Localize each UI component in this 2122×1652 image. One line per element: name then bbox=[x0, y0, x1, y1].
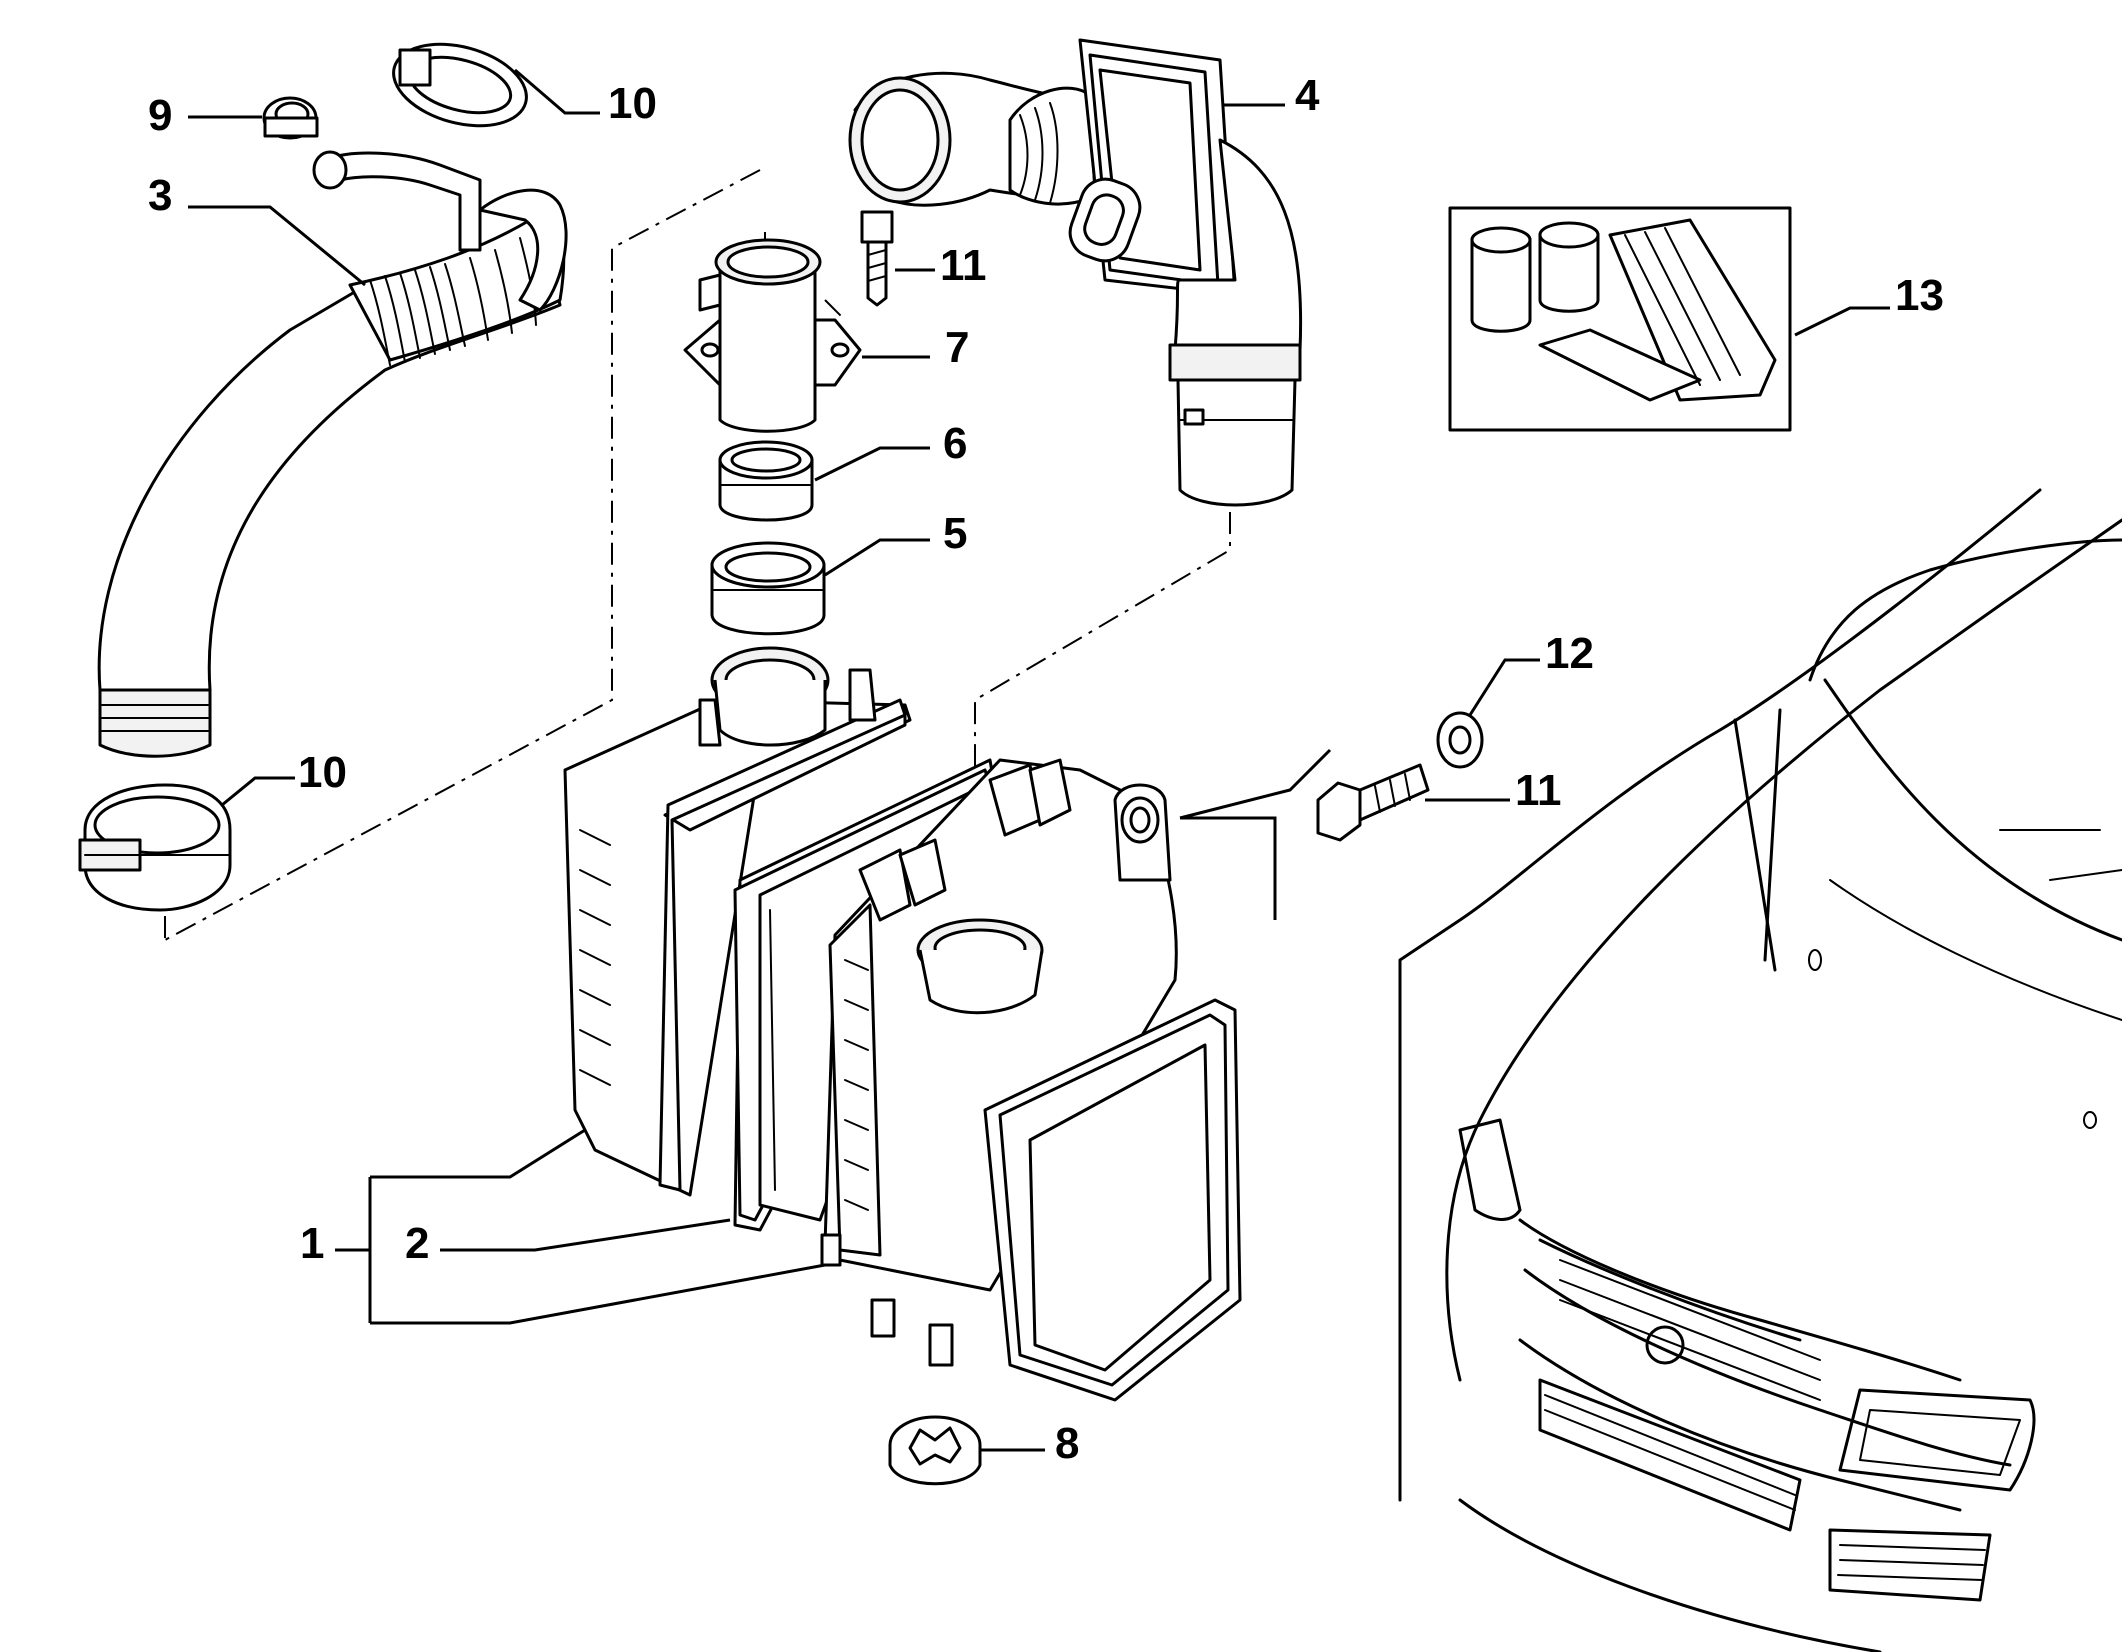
drain-valve[interactable] bbox=[888, 1415, 982, 1486]
callout-3: 3 bbox=[148, 171, 172, 220]
washer[interactable] bbox=[1436, 711, 1484, 769]
air-intake-duct[interactable] bbox=[848, 38, 1303, 507]
callout-9: 9 bbox=[148, 91, 172, 140]
leader-lines bbox=[188, 68, 1890, 1452]
callout-8: 8 bbox=[1055, 1419, 1079, 1468]
callout-7: 7 bbox=[945, 323, 969, 372]
callout-12: 12 bbox=[1545, 629, 1594, 678]
callout-labels: 9 10 3 4 11 7 6 5 10 12 11 13 8 1 2 bbox=[148, 71, 1944, 1468]
rubber-sleeve[interactable] bbox=[718, 440, 814, 522]
small-hose-clamp[interactable] bbox=[262, 96, 319, 140]
air-filter-body[interactable] bbox=[820, 758, 1242, 1402]
callout-6: 6 bbox=[943, 419, 967, 468]
intake-hose[interactable] bbox=[97, 150, 568, 758]
callout-1: 1 bbox=[300, 1219, 324, 1268]
service-kit[interactable] bbox=[1448, 206, 1792, 432]
callout-10-lower: 10 bbox=[298, 748, 347, 797]
bolt-upper[interactable] bbox=[860, 210, 894, 307]
callout-11-upper: 11 bbox=[940, 241, 987, 290]
callout-11-lower: 11 bbox=[1515, 766, 1562, 815]
vehicle-front-view bbox=[1398, 488, 2122, 1652]
air-flow-meter[interactable] bbox=[683, 238, 862, 433]
bolt-lower[interactable] bbox=[1316, 763, 1430, 842]
callout-13: 13 bbox=[1895, 271, 1944, 320]
hose-clamp-top[interactable] bbox=[384, 31, 535, 140]
callout-4: 4 bbox=[1295, 71, 1320, 120]
gasket-ring[interactable] bbox=[710, 541, 826, 636]
callout-5: 5 bbox=[943, 509, 967, 558]
air-filter-cover[interactable] bbox=[563, 646, 912, 1197]
callout-10-top: 10 bbox=[608, 79, 657, 128]
callout-2: 2 bbox=[405, 1219, 429, 1268]
hose-clamp-lower[interactable] bbox=[78, 783, 232, 912]
